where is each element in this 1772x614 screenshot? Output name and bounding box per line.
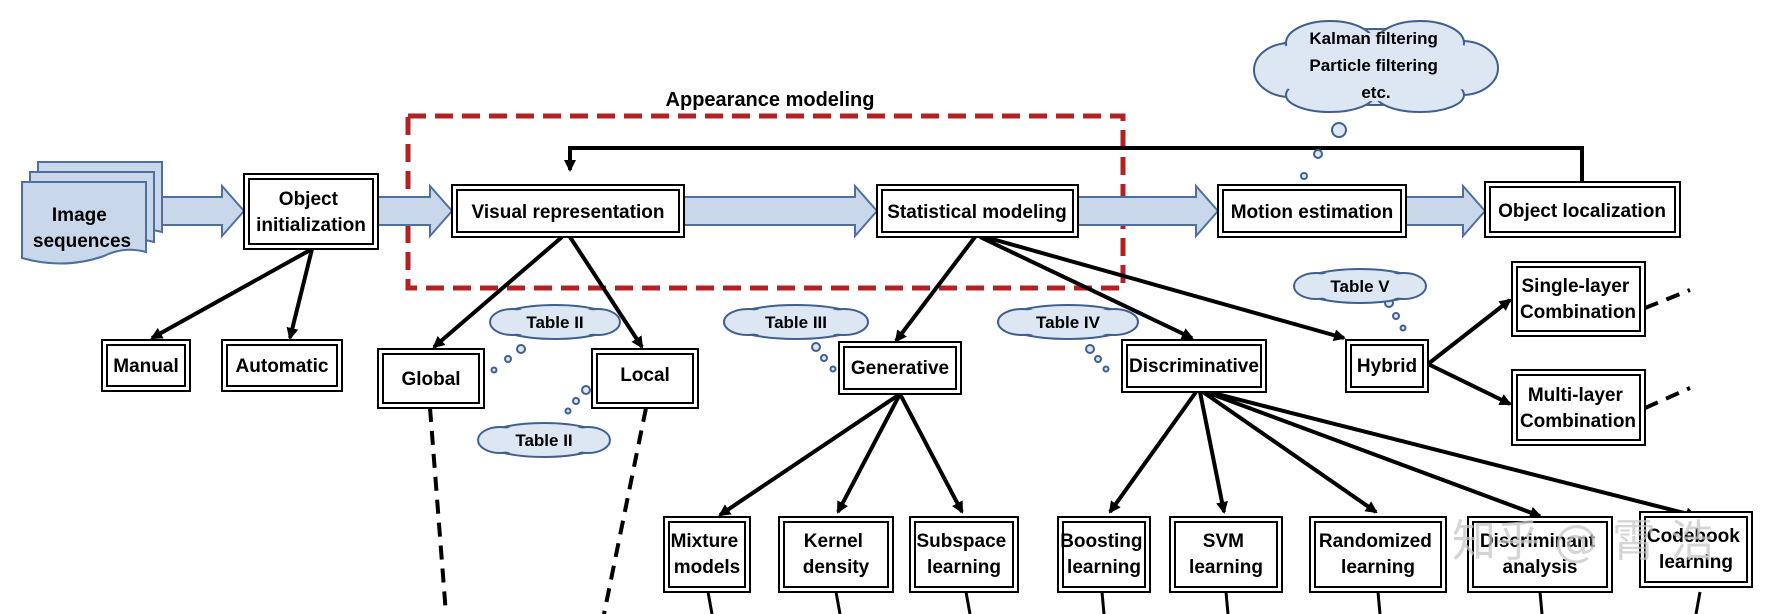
table-iv-label: Table IV [1036, 313, 1101, 332]
codebook-learning-label: Codebook learning [1647, 526, 1745, 573]
mixture-models-box [663, 516, 751, 593]
multi-layer-label: Multi-layer Combination [1520, 385, 1636, 432]
short-stubs [706, 591, 1702, 614]
automatic-label: Automatic [236, 356, 329, 377]
visual-representation-label: Visual representation [472, 202, 665, 223]
object-initialization-label: Object initialization [256, 189, 366, 236]
discriminant-analysis-label: Discriminant analysis [1480, 531, 1600, 578]
dashed-continuations [428, 288, 1691, 614]
svm-learning-label: SVM learning [1189, 531, 1263, 578]
automatic-box [221, 339, 343, 392]
manual-label: Manual [113, 356, 178, 377]
appearance-modeling-label: Appearance modeling [666, 89, 875, 111]
flow-arrow-4 [1077, 183, 1220, 239]
connector-arrows [150, 235, 1698, 520]
boosting-learning-box [1057, 516, 1151, 593]
flow-arrow-2 [377, 183, 454, 239]
hybrid-label: Hybrid [1357, 356, 1417, 377]
randomized-learning-label: Randomized learning [1319, 531, 1437, 578]
kernel-density-box [778, 516, 894, 593]
node-boxes [101, 173, 1753, 593]
table-ii-cloud-a [489, 304, 621, 340]
motion-methods-cloud [1253, 20, 1499, 113]
feedback-loop [564, 146, 1584, 182]
motion-estimation-box [1217, 184, 1407, 238]
codebook-learning-box [1639, 511, 1753, 588]
table-v-label: Table V [1330, 277, 1390, 296]
svm-learning-box [1169, 516, 1283, 593]
kernel-density-label: Kernel density [803, 531, 870, 578]
visual-representation-box [451, 184, 685, 238]
flow-arrow-5 [1405, 183, 1487, 239]
discriminant-analysis-box [1467, 516, 1613, 593]
image-sequences-icon [21, 161, 163, 265]
randomized-learning-box [1309, 516, 1447, 593]
image-sequences-label: Image sequences [33, 205, 131, 252]
subspace-learning-label: Subspace learning [916, 531, 1011, 578]
single-layer-label: Single-layer Combination [1520, 276, 1636, 323]
table-ii-label-a: Table II [526, 313, 583, 332]
multi-layer-box [1511, 369, 1646, 446]
object-localization-box [1484, 181, 1681, 238]
statistical-modeling-label: Statistical modeling [887, 202, 1066, 223]
manual-box [101, 339, 191, 392]
hybrid-box [1345, 339, 1429, 393]
motion-estimation-label: Motion estimation [1231, 202, 1394, 223]
flow-arrow-3 [683, 183, 879, 239]
motion-methods-text: Kalman filtering Particle filtering etc. [1309, 29, 1442, 102]
object-initialization-box [243, 173, 379, 250]
statistical-modeling-box [876, 184, 1079, 238]
generative-box [838, 341, 962, 395]
table-ii-label-b: Table II [515, 431, 572, 450]
flow-arrow-1 [161, 183, 246, 239]
boosting-learning-label: Boosting learning [1060, 531, 1148, 578]
mixture-models-label: Mixture models [671, 531, 744, 578]
global-label: Global [401, 369, 460, 390]
pipeline-flow-arrows [161, 183, 1487, 239]
cloud-dots [490, 122, 1407, 415]
generative-label: Generative [851, 358, 949, 379]
subspace-learning-box [909, 516, 1019, 593]
global-box [377, 348, 485, 409]
table-v-cloud [1293, 268, 1427, 304]
table-iii-label: Table III [765, 313, 827, 332]
single-layer-box [1511, 261, 1646, 337]
cloud-shapes [477, 20, 1499, 458]
table-ii-cloud-b [477, 422, 611, 458]
table-iii-cloud [723, 304, 869, 340]
object-localization-label: Object localization [1498, 201, 1666, 222]
discriminative-box [1121, 339, 1267, 393]
discriminative-label: Discriminative [1129, 356, 1259, 377]
table-iv-cloud [997, 304, 1139, 340]
local-box [591, 348, 699, 409]
watermark-text: 知乎 @ 霄 浩 [1452, 516, 1714, 567]
local-label: Local [620, 365, 670, 386]
